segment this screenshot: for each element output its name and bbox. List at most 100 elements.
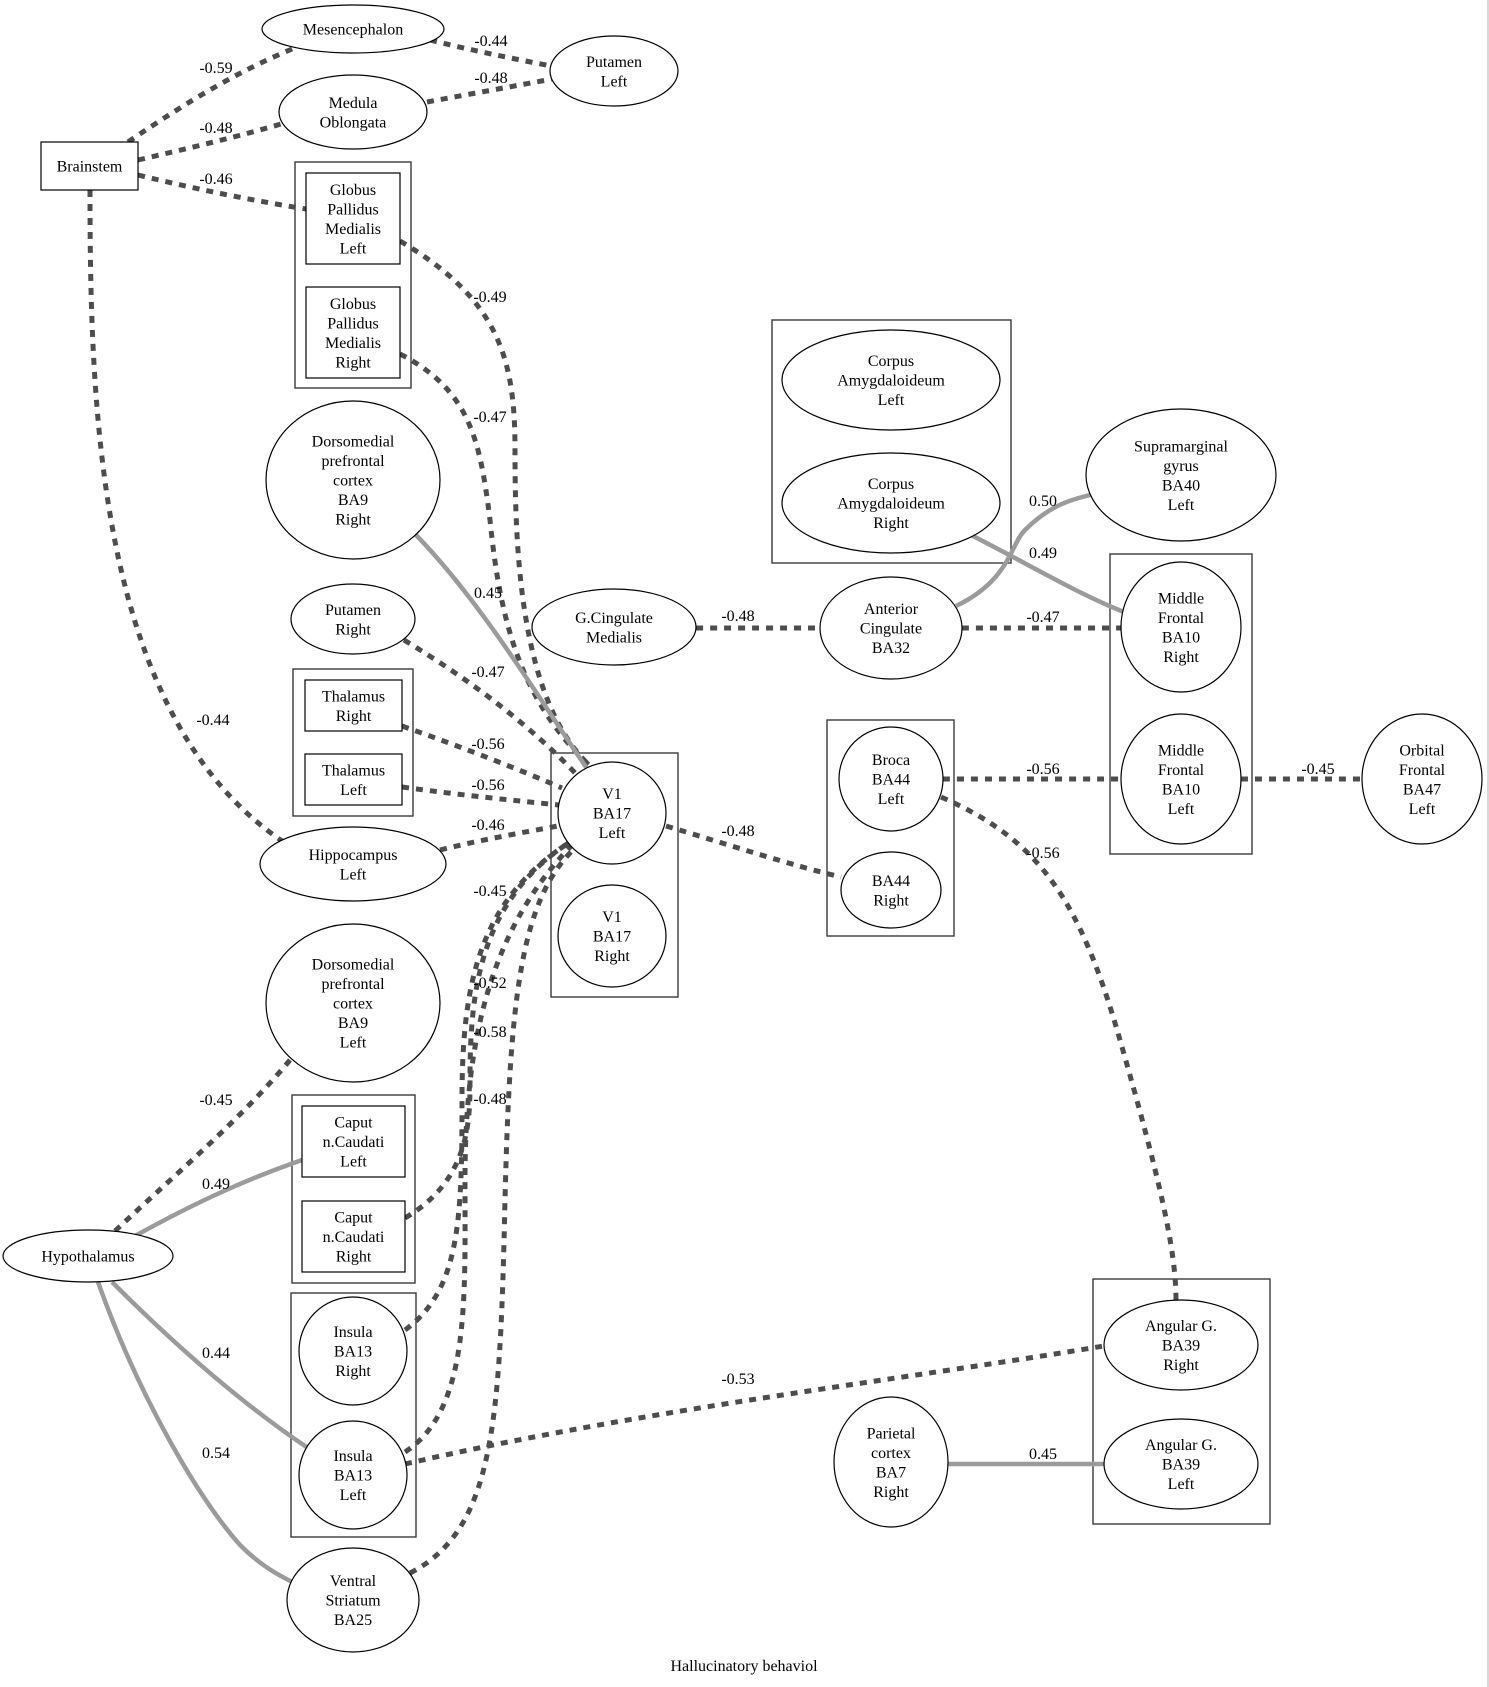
node-box-shape	[301, 1105, 406, 1178]
groups-layer	[290, 161, 1271, 1538]
edge-label: -0.46	[199, 171, 232, 188]
edge-label: -0.48	[721, 608, 754, 625]
node-label-line: BA13	[334, 1468, 372, 1485]
node-label-line: Pallidus	[327, 201, 379, 218]
group-box-thalamus	[292, 668, 414, 817]
negative-edge-ventral-striatum-to-v1-left	[408, 846, 577, 1576]
edge-label: 0.44	[202, 1345, 230, 1362]
node-label-line: Middle	[1158, 590, 1204, 607]
node-ellipse-shape	[781, 452, 1001, 554]
node-ellipse-shape	[290, 583, 416, 655]
node-label-line: Striatum	[325, 1593, 381, 1610]
negative-edge-insula-left-to-v1-left	[403, 843, 574, 1455]
node-label-line: Left	[340, 240, 367, 257]
node-label-line: Anterior	[864, 601, 919, 618]
node-label-line: Left	[599, 825, 626, 842]
node-ellipse-shape	[833, 1396, 949, 1528]
node-label-line: Hypothalamus	[41, 1249, 134, 1266]
node-label-line: BA9	[338, 1015, 368, 1032]
positive-edge-hypothalamus-to-ventral-striatum	[95, 1281, 300, 1587]
node-ellipse-shape	[298, 1296, 408, 1406]
node-box-shape	[305, 172, 401, 265]
node-ellipse-shape	[838, 726, 944, 832]
edge-label: 0.50	[1029, 493, 1057, 510]
edge-labels-layer: -0.59-0.44-0.48-0.48-0.46-0.44-0.49-0.47…	[196, 33, 1334, 1463]
edge-label: -0.56	[471, 736, 504, 753]
node-label-line: Orbital	[1399, 742, 1445, 759]
node-label-line: Dorsomedial	[312, 957, 395, 974]
node-label-line: Left	[340, 1154, 367, 1171]
node-label-line: Left	[340, 866, 367, 883]
edges-layer	[87, 37, 1362, 1587]
edge-label: -0.48	[474, 70, 507, 87]
node-box-shape	[304, 753, 403, 806]
node-label-line: Medialis	[325, 221, 381, 238]
node-label-line: Insula	[333, 1324, 372, 1341]
node-label-line: BA47	[1403, 781, 1441, 798]
node-label-line: Right	[873, 515, 909, 532]
node-label-line: Oblongata	[320, 114, 387, 131]
negative-edge-broca-left-to-angular-right	[940, 794, 1179, 1301]
edge-label: 0.49	[1029, 545, 1057, 562]
node-label-line: BA39	[1162, 1338, 1200, 1355]
node-ellipse-shape	[278, 74, 428, 150]
node-label-line: Insula	[333, 1448, 372, 1465]
node-label-line: gyrus	[1163, 458, 1199, 475]
node-label-line: cortex	[871, 1445, 911, 1462]
negative-edge-thal-right-to-v1-left	[401, 723, 563, 791]
node-ellipse-shape	[1103, 1299, 1259, 1391]
node-label-line: BA44	[872, 772, 910, 789]
edge-label: 0.45	[1029, 1446, 1057, 1463]
node-label-line: Left	[601, 73, 628, 90]
node-label-line: Cingulate	[860, 621, 922, 638]
node-label-line: BA40	[1162, 477, 1200, 494]
node-label-line: BA7	[876, 1464, 906, 1481]
negative-edge-insula-right-to-v1-left	[403, 839, 572, 1333]
node-label-line: BA17	[593, 929, 631, 946]
node-label-line: cortex	[333, 473, 373, 490]
edge-label: -0.58	[473, 1024, 506, 1041]
edge-label: -0.47	[471, 664, 504, 681]
node-ellipse-shape	[286, 1547, 420, 1653]
node-ellipse-shape	[557, 884, 667, 988]
edge-label: 0.49	[202, 1176, 230, 1193]
node-label-line: Corpus	[868, 476, 914, 493]
edge-label: -0.44	[196, 712, 229, 729]
node-label-line: BA10	[1162, 781, 1200, 798]
node-label-line: Mesencephalon	[303, 22, 403, 39]
node-ellipse-shape	[261, 4, 445, 54]
node-label-line: Right	[873, 1484, 909, 1501]
node-label-line: prefrontal	[321, 453, 385, 470]
node-box-shape	[305, 286, 401, 379]
edge-label: -0.48	[199, 120, 232, 137]
node-label-line: Putamen	[325, 602, 381, 619]
node-label-line: Amygdaloideum	[837, 496, 945, 513]
edge-label: -0.45	[473, 883, 506, 900]
node-label-line: Brainstem	[57, 159, 123, 176]
nodes-layer: MesencephalonPutamenLeftMedulaOblongataB…	[2, 4, 1483, 1653]
node-label-line: BA17	[593, 806, 631, 823]
node-label-line: Left	[340, 1035, 367, 1052]
positive-edge-corpus-right-to-mf-right	[969, 532, 1125, 615]
negative-edge-hippocampus-left-to-v1-left	[439, 823, 559, 853]
negative-edge-hypothalamus-to-dmpfc-left	[113, 1058, 292, 1233]
node-box-shape	[301, 1200, 406, 1273]
group-box-corpus	[771, 319, 1012, 564]
group-box-mf	[1109, 553, 1253, 855]
negative-edge-gpm-right-to-v1-left	[398, 351, 592, 768]
node-label-line: Right	[335, 512, 371, 529]
node-ellipse-shape	[265, 400, 441, 560]
